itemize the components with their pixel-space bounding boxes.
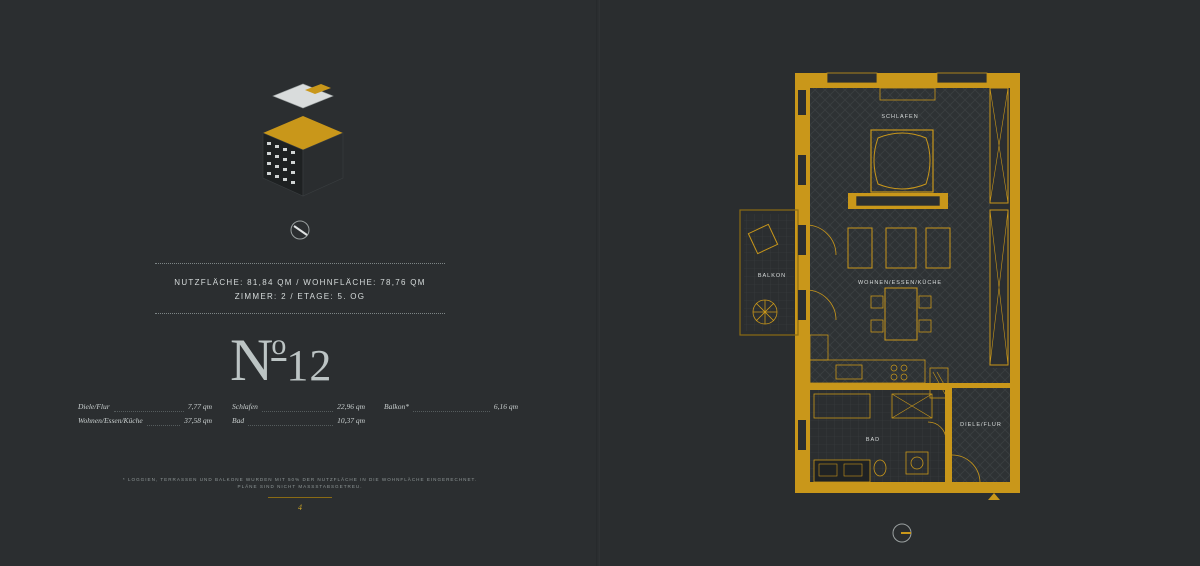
floor-living	[810, 88, 990, 383]
footnote-line-2: PLÄNE SIND NICHT MASSSTABSGETREU.	[237, 484, 363, 489]
area-label: Bad	[232, 416, 245, 425]
area-column-3: Balkon* 6,16 qm	[384, 402, 518, 416]
area-column-1: Diele/Flur 7,77 qm Wohnen/Essen/Küche 37…	[78, 402, 212, 430]
area-column-2: Schlafen 22,96 qm Bad 10,37 qm	[232, 402, 365, 430]
unit-symbol-n: N	[230, 327, 273, 393]
room-label-balkon: BALKON	[758, 273, 786, 279]
area-value: 6,16 qm	[493, 402, 518, 411]
page-number: 4	[298, 503, 302, 512]
area-row: Wohnen/Essen/Küche 37,58 qm	[78, 416, 212, 430]
area-value: 7,77 qm	[187, 402, 212, 411]
room-label-diele: DIELE/FLUR	[960, 422, 1002, 428]
area-label: Balkon*	[384, 402, 409, 411]
footnote: * LOGGIEN, TERRASSEN UND BALKONE WURDEN …	[120, 476, 480, 490]
area-row: Bad 10,37 qm	[232, 416, 365, 430]
compass-icon	[892, 523, 912, 543]
balcony-outline	[739, 209, 799, 336]
unit-number: No12	[230, 326, 380, 395]
room-label-bad: BAD	[866, 437, 880, 443]
footer-rule	[268, 497, 332, 498]
left-page: NUTZFLÄCHE: 81,84 QM / WOHNFLÄCHE: 78,76…	[78, 83, 518, 512]
area-value: 22,96 qm	[337, 402, 365, 411]
area-label: Wohnen/Essen/Küche	[78, 416, 143, 425]
divider-top	[155, 263, 445, 264]
area-value: 37,58 qm	[184, 416, 212, 425]
unit-symbol-o: o	[271, 328, 287, 361]
room-label-schlafen: SCHLAFEN	[881, 114, 918, 120]
footnote-line-1: * LOGGIEN, TERRASSEN UND BALKONE WURDEN …	[122, 477, 478, 482]
area-label: Schlafen	[232, 402, 258, 411]
area-row: Balkon* 6,16 qm	[384, 402, 518, 416]
area-row: Diele/Flur 7,77 qm	[78, 402, 212, 416]
compass-icon	[290, 220, 310, 240]
floor-plan: SCHLAFEN WOHNEN/ESSEN/KÜCHE BALKON BAD D…	[739, 72, 1020, 500]
divider-bottom	[155, 313, 445, 314]
bed	[870, 129, 934, 193]
dining-table	[884, 287, 918, 341]
specs-area-line: NUTZFLÄCHE: 81,84 QM / WOHNFLÄCHE: 78,76…	[174, 278, 426, 287]
area-row: Schlafen 22,96 qm	[232, 402, 365, 416]
unit-number-value: 12	[286, 341, 333, 390]
room-label-wohnen: WOHNEN/ESSEN/KÜCHE	[858, 279, 942, 286]
area-label: Diele/Flur	[78, 402, 110, 411]
building-iso-icon	[262, 83, 344, 197]
area-value: 10,37 qm	[337, 416, 365, 425]
specs-rooms-line: ZIMMER: 2 / ETAGE: 5. OG	[234, 292, 366, 301]
